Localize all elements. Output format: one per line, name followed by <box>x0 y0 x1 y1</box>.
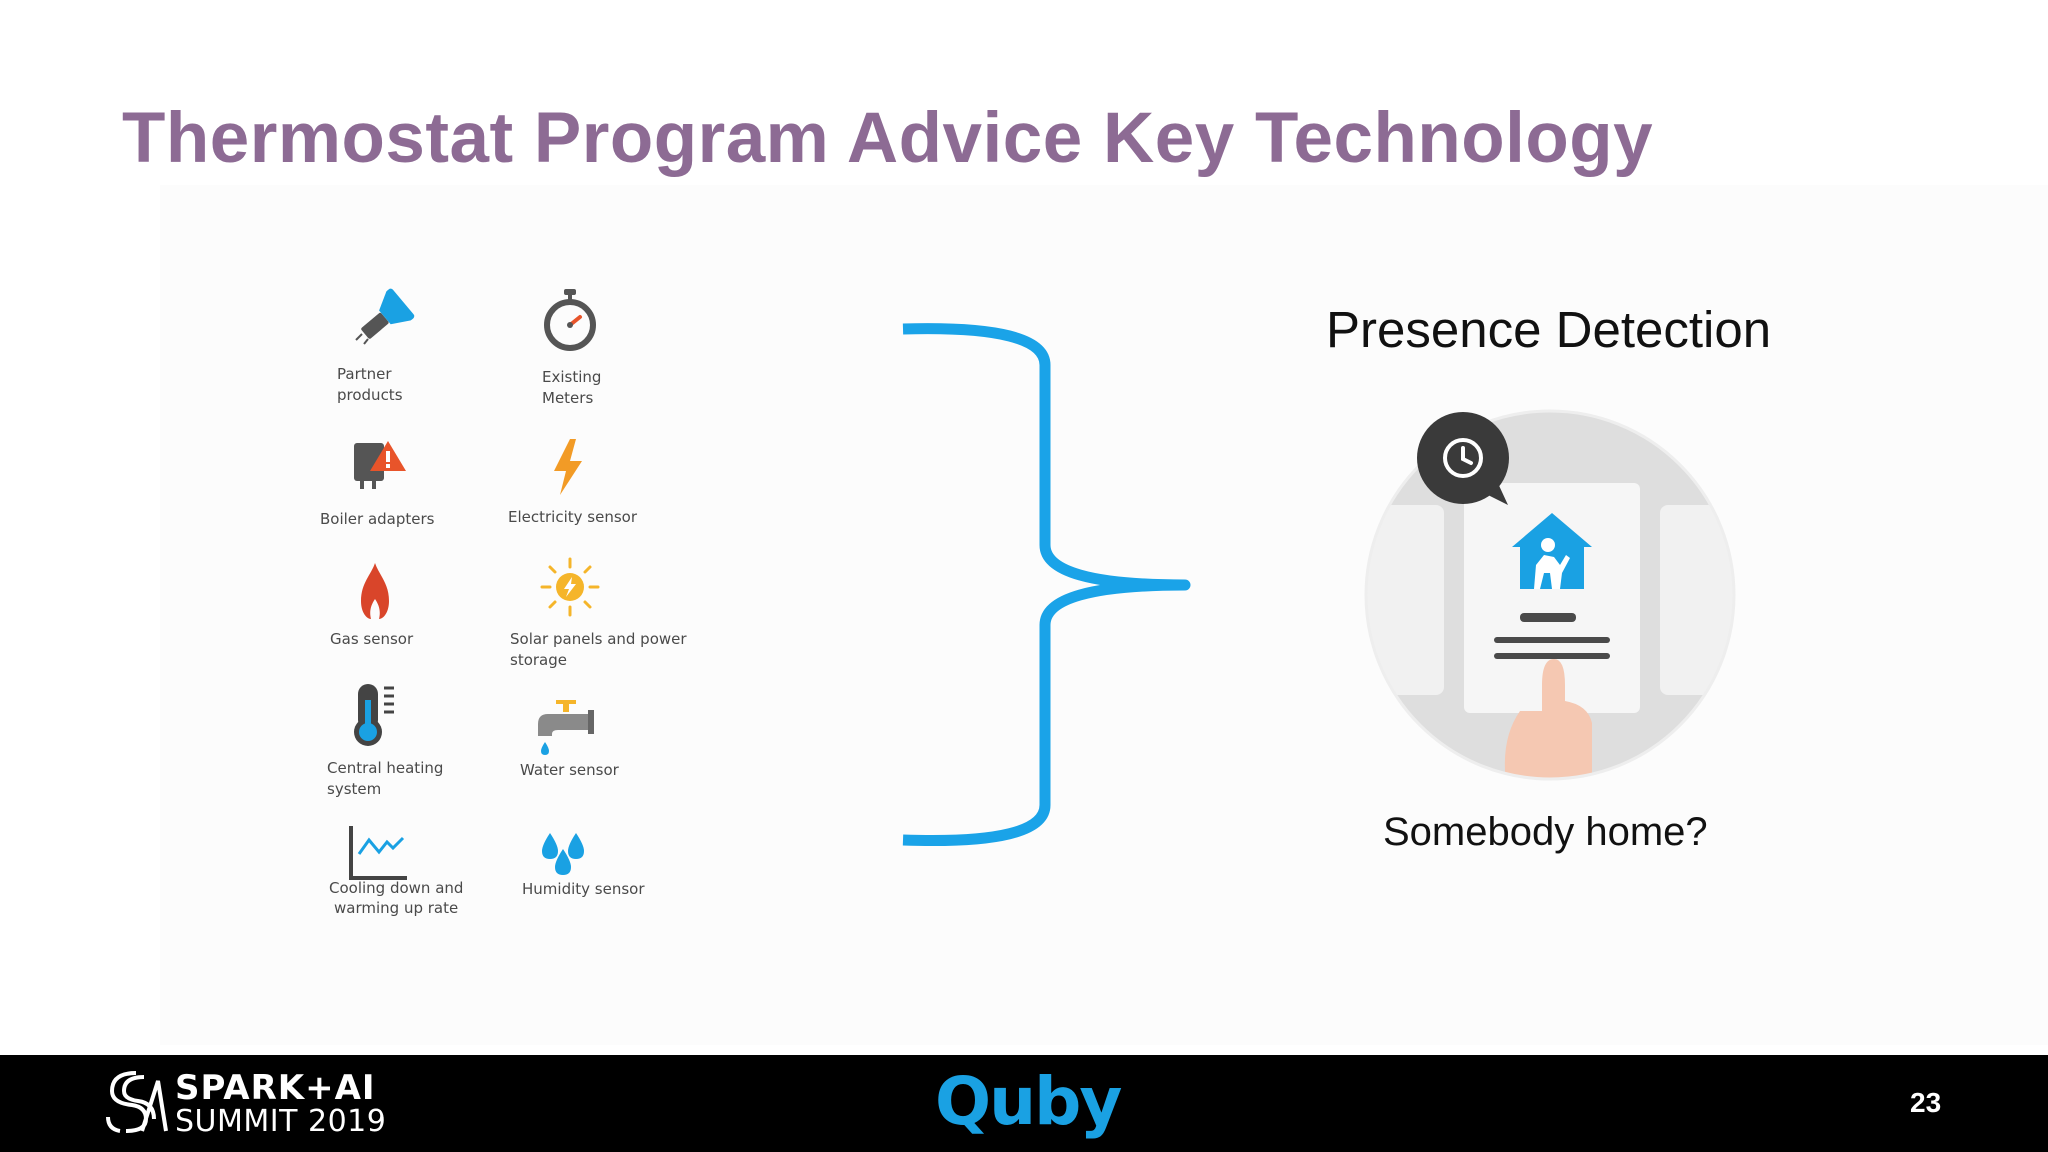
sensor-label: Cooling down and <box>329 879 464 897</box>
slide-title: Thermostat Program Advice Key Technology <box>122 99 1654 178</box>
summit-line1: SPARK+AI <box>175 1068 376 1108</box>
page-number: 23 <box>1910 1087 1942 1118</box>
presence-subtitle: Somebody home? <box>1383 810 1708 854</box>
sensor-label: products <box>337 386 403 404</box>
thermometer-icon <box>354 684 394 746</box>
sensor-label: Water sensor <box>520 761 619 779</box>
sensor-label: Existing <box>542 368 602 386</box>
boiler-warning-icon <box>354 441 406 489</box>
quby-logo: Quby <box>935 1063 1122 1140</box>
summit-wordmark: SPARK+AI SUMMIT 2019 <box>175 1071 386 1139</box>
flashlight-icon <box>355 288 415 345</box>
lightning-icon <box>554 439 582 495</box>
graph-icon <box>349 826 407 880</box>
sensor-label: Central heating <box>327 759 444 777</box>
presence-illustration <box>1364 409 1736 781</box>
sensor-label: Humidity sensor <box>522 880 645 898</box>
summit-line2: SUMMIT 2019 <box>175 1104 387 1139</box>
sensor-label: warming up rate <box>334 899 459 917</box>
flame-icon <box>361 563 389 619</box>
water-drops-icon <box>542 833 584 875</box>
sensor-label: storage <box>510 651 567 669</box>
sensor-label: Solar panels and power <box>510 630 687 648</box>
sensor-label: system <box>327 780 382 798</box>
curly-brace <box>902 323 1191 847</box>
faucet-icon <box>538 700 594 755</box>
footer-bar: SPARK+AI SUMMIT 2019 Quby 23 <box>0 1055 2048 1152</box>
sensor-label: Boiler adapters <box>320 510 435 528</box>
spark-ai-summit-logo-icon <box>106 1071 168 1133</box>
sensor-label: Meters <box>542 389 594 407</box>
stopwatch-icon <box>544 289 596 351</box>
sun-icon <box>540 557 600 617</box>
sensor-label: Electricity sensor <box>508 508 637 526</box>
presence-title: Presence Detection <box>1326 301 1772 358</box>
sensor-label: Gas sensor <box>330 630 414 648</box>
sensor-label: Partner <box>337 365 392 383</box>
